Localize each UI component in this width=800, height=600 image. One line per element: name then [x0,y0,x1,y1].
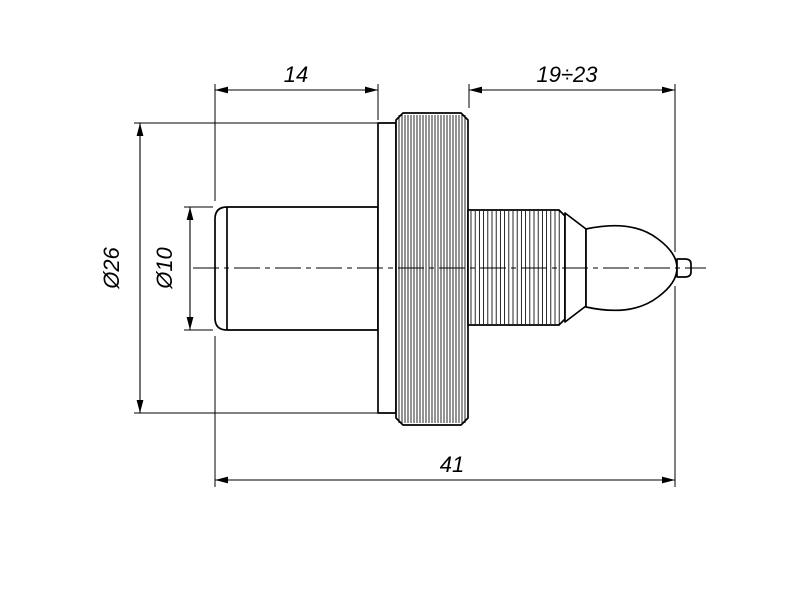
part-side-view [193,112,706,426]
shaft-outline [214,206,379,331]
dimension-label: Ø26 [99,246,124,289]
dimension-flange-diameter: Ø26 [99,122,392,414]
small-knurl-hatch [470,211,560,324]
dimension-label: 41 [440,452,464,477]
dimension-tip-length-range: 19÷23 [468,62,676,252]
tip-outline [676,258,692,278]
dimension-label: 19÷23 [536,62,598,87]
dimension-shaft-diameter: Ø10 [152,206,213,331]
neck-chamfer-outline [564,212,587,323]
dimension-label: 14 [284,62,308,87]
disc-knurl-hatch [398,115,466,423]
dimension-shaft-length: 14 [214,62,379,201]
dimension-label: Ø10 [152,246,177,289]
dimension-overall-length: 41 [214,286,676,487]
